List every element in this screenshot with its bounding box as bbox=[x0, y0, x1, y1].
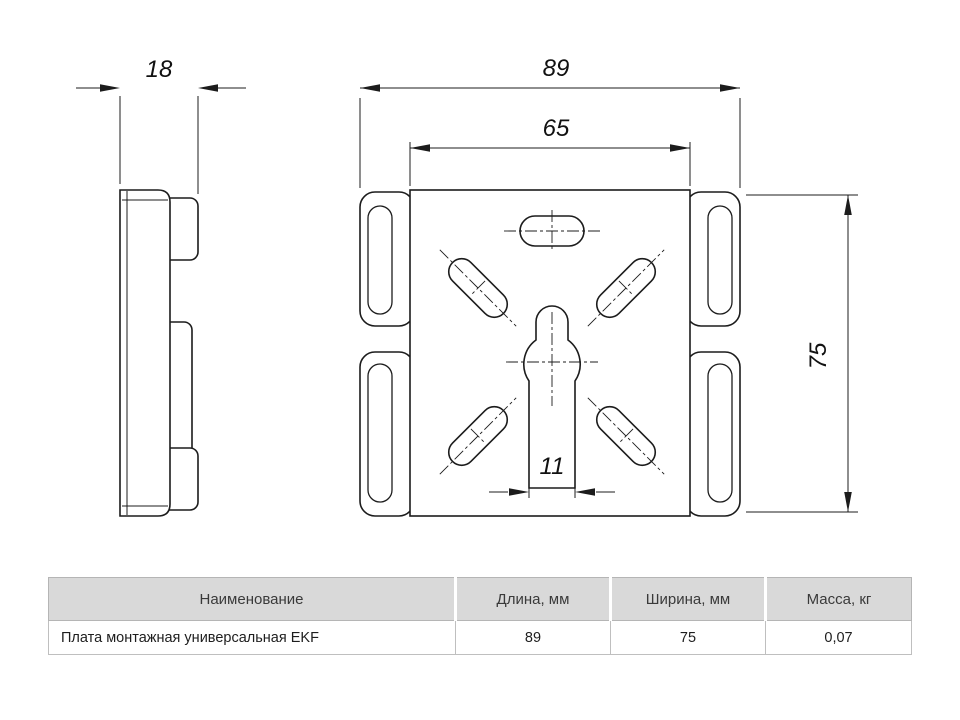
cell-product-name: Плата монтажная универсальная EKF bbox=[48, 620, 456, 655]
flange-slot bbox=[707, 363, 733, 503]
table-header-row: Наименование Длина, мм Ширина, мм Масса,… bbox=[48, 577, 912, 621]
keyhole-slot bbox=[506, 305, 598, 489]
dim-label-89: 89 bbox=[543, 55, 570, 82]
flange-slot bbox=[367, 363, 393, 503]
col-header-width: Ширина, мм bbox=[609, 577, 766, 621]
dimension-inner-width: 65 bbox=[409, 115, 691, 186]
dimension-overall-height: 75 bbox=[746, 194, 858, 513]
cell-mass: 0,07 bbox=[765, 620, 912, 655]
diagonal-slot-top-left bbox=[439, 249, 517, 327]
col-header-length: Длина, мм bbox=[454, 577, 611, 621]
top-oval-slot bbox=[504, 210, 600, 252]
flange-slot bbox=[367, 205, 393, 315]
diagonal-slot-top-right bbox=[587, 249, 665, 327]
front-view bbox=[359, 189, 741, 517]
col-header-mass: Масса, кг bbox=[764, 577, 912, 621]
side-body bbox=[119, 189, 171, 517]
technical-drawing: 18 89 65 75 11 bbox=[76, 55, 858, 517]
cell-length: 89 bbox=[455, 620, 611, 655]
dimension-side-thickness: 18 bbox=[76, 56, 246, 194]
diagonal-slot-bottom-left bbox=[439, 397, 517, 475]
table-row: Плата монтажная универсальная EKF 89 75 … bbox=[48, 620, 912, 655]
dim-label-75: 75 bbox=[805, 342, 832, 369]
col-header-name: Наименование bbox=[48, 577, 456, 621]
spec-table: Наименование Длина, мм Ширина, мм Масса,… bbox=[48, 577, 912, 655]
flange-slot bbox=[707, 205, 733, 315]
diagonal-slot-bottom-right bbox=[587, 397, 665, 475]
cell-width: 75 bbox=[610, 620, 766, 655]
dimension-slot-width: 11 bbox=[489, 453, 615, 498]
dim-label-18: 18 bbox=[146, 56, 173, 83]
dim-label-11: 11 bbox=[540, 453, 565, 480]
dimension-overall-width: 89 bbox=[359, 55, 741, 188]
side-view bbox=[119, 189, 199, 517]
dim-label-65: 65 bbox=[543, 115, 570, 142]
